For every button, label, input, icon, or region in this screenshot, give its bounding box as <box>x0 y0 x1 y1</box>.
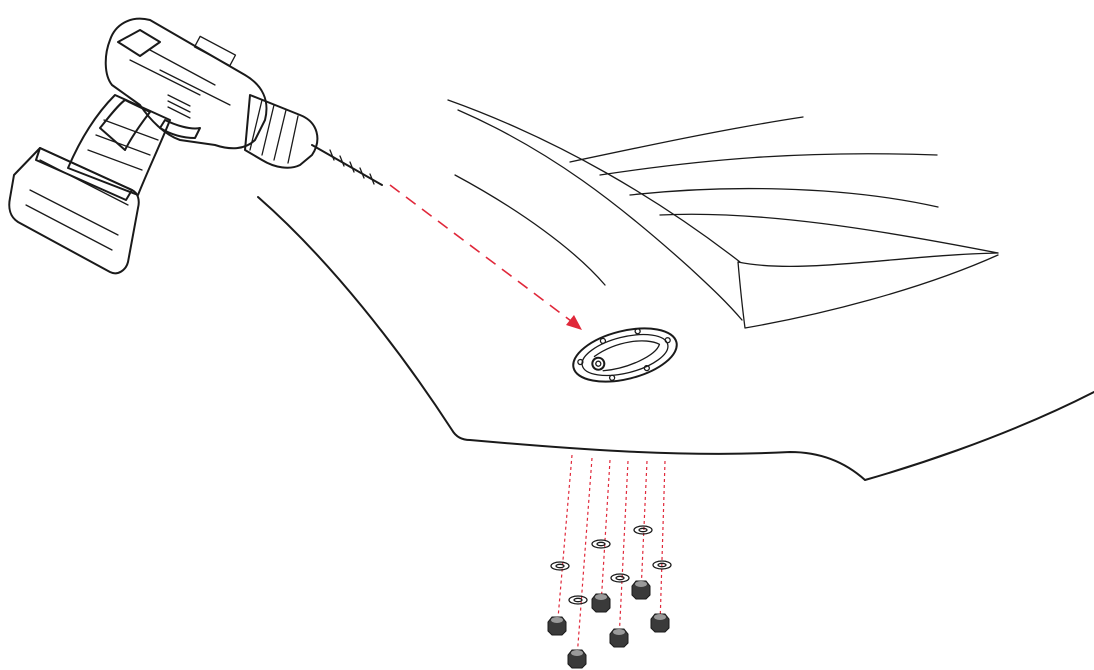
car-hood <box>257 99 1094 481</box>
arrowhead-icon <box>566 315 582 330</box>
hood-pin-plate <box>572 327 678 383</box>
nut-icon <box>631 580 651 600</box>
washer-icon <box>610 573 630 583</box>
hood-crease-1 <box>447 99 741 263</box>
washer-icon <box>568 595 588 605</box>
washer-icon <box>652 560 672 570</box>
hood-outer-edge <box>257 196 1094 481</box>
nut-icon <box>650 613 670 633</box>
drill-direction-arrow <box>389 184 582 330</box>
hood-crease-2 <box>457 109 743 321</box>
nut-icon <box>567 649 587 669</box>
washers <box>550 525 672 605</box>
washer-icon <box>633 525 653 535</box>
drill-icon <box>8 17 383 275</box>
washer-icon <box>591 539 611 549</box>
hood-crease-3 <box>454 174 606 286</box>
fastener-guide-lines <box>556 454 666 659</box>
nuts <box>547 580 670 669</box>
nut-icon <box>591 593 611 613</box>
washer-icon <box>550 561 570 571</box>
nut-icon <box>547 616 567 636</box>
hood-scoop-front <box>737 252 999 329</box>
hood-scoop-lines <box>569 116 999 254</box>
nut-icon <box>609 628 629 648</box>
